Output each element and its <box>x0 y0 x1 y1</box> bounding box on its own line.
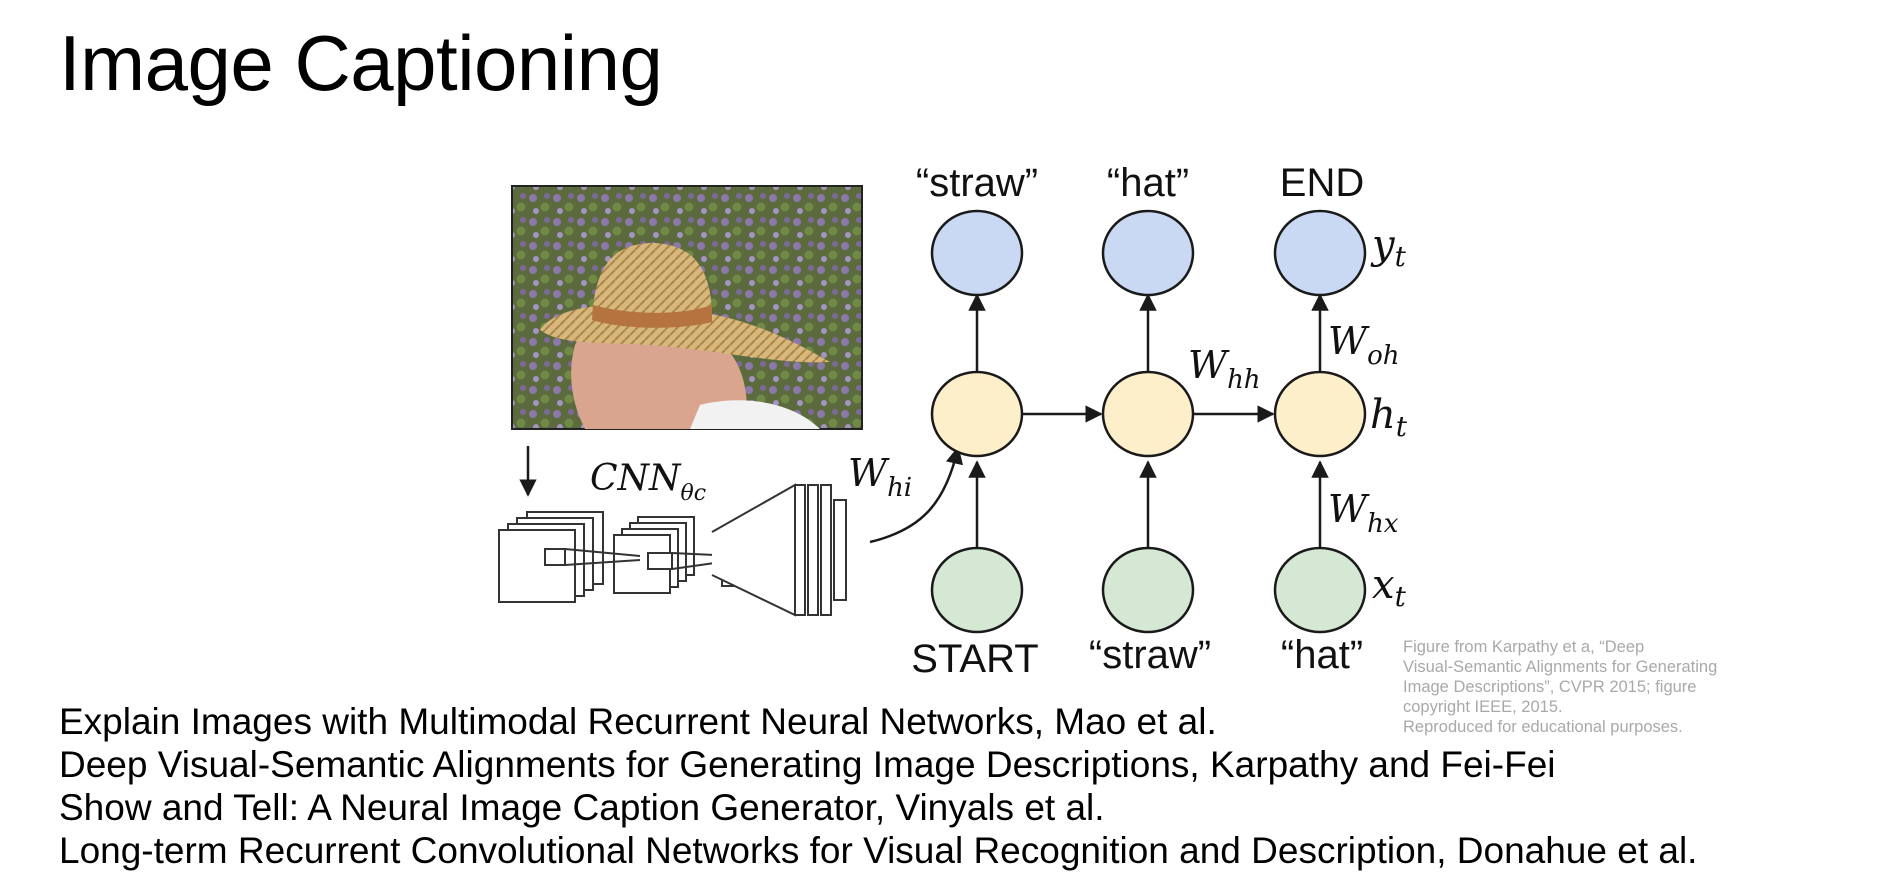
w-oh-label: Woh <box>1328 319 1399 371</box>
output-node-1 <box>930 209 1024 297</box>
input-node-2 <box>1101 546 1195 634</box>
output-label-3: END <box>1280 161 1364 205</box>
credit-line: Reproduced for educational purposes. <box>1403 718 1683 736</box>
input-node-3 <box>1273 546 1367 634</box>
output-node-2 <box>1101 209 1195 297</box>
reference-item: Long-term Recurrent Convolutional Networ… <box>59 830 1698 871</box>
w-hh-label: Whh <box>1188 343 1261 395</box>
rnn-arrows <box>968 293 1329 548</box>
input-photo <box>511 185 863 430</box>
reference-item: Deep Visual-Semantic Alignments for Gene… <box>59 744 1556 785</box>
credit-line: copyright IEEE, 2015. <box>1403 698 1563 716</box>
reference-item: Show and Tell: A Neural Image Caption Ge… <box>59 787 1105 828</box>
w-hi-label: Whi <box>848 451 912 503</box>
page-title: Image Captioning <box>59 19 663 107</box>
hat-band <box>592 305 712 328</box>
hidden-node-1 <box>930 370 1024 458</box>
figure-credit: Figure from Karpathy et a, “Deep Visual-… <box>1403 637 1723 737</box>
credit-line: Image Descriptions”, CVPR 2015; figure <box>1403 678 1697 696</box>
w-hx-label: Whx <box>1328 487 1399 539</box>
output-label-2: “hat” <box>1107 161 1189 205</box>
input-label-3: “hat” <box>1281 633 1363 677</box>
reference-list: Explain Images with Multimodal Recurrent… <box>59 700 1697 872</box>
output-label-1: “straw” <box>916 161 1038 205</box>
cnn-stack <box>498 483 847 617</box>
input-node-1 <box>930 546 1024 634</box>
y-t-label: yt <box>1370 222 1407 273</box>
input-label-2: “straw” <box>1089 633 1211 677</box>
shirt-shape <box>690 400 820 429</box>
w-hi-arrow <box>869 446 964 544</box>
reference-item: Explain Images with Multimodal Recurrent… <box>59 701 1217 742</box>
hidden-node-2 <box>1101 370 1195 458</box>
x-t-label: xt <box>1372 562 1407 613</box>
credit-line: Visual-Semantic Alignments for Generatin… <box>1403 658 1718 676</box>
hat-crown <box>592 243 712 325</box>
credit-line: Figure from Karpathy et a, “Deep <box>1403 638 1645 656</box>
output-node-3 <box>1273 209 1367 297</box>
h-t-label: ht <box>1370 392 1408 443</box>
cnn-label: CNNθc <box>590 458 706 506</box>
input-label-1: START <box>911 637 1038 681</box>
hidden-node-3 <box>1273 370 1367 458</box>
